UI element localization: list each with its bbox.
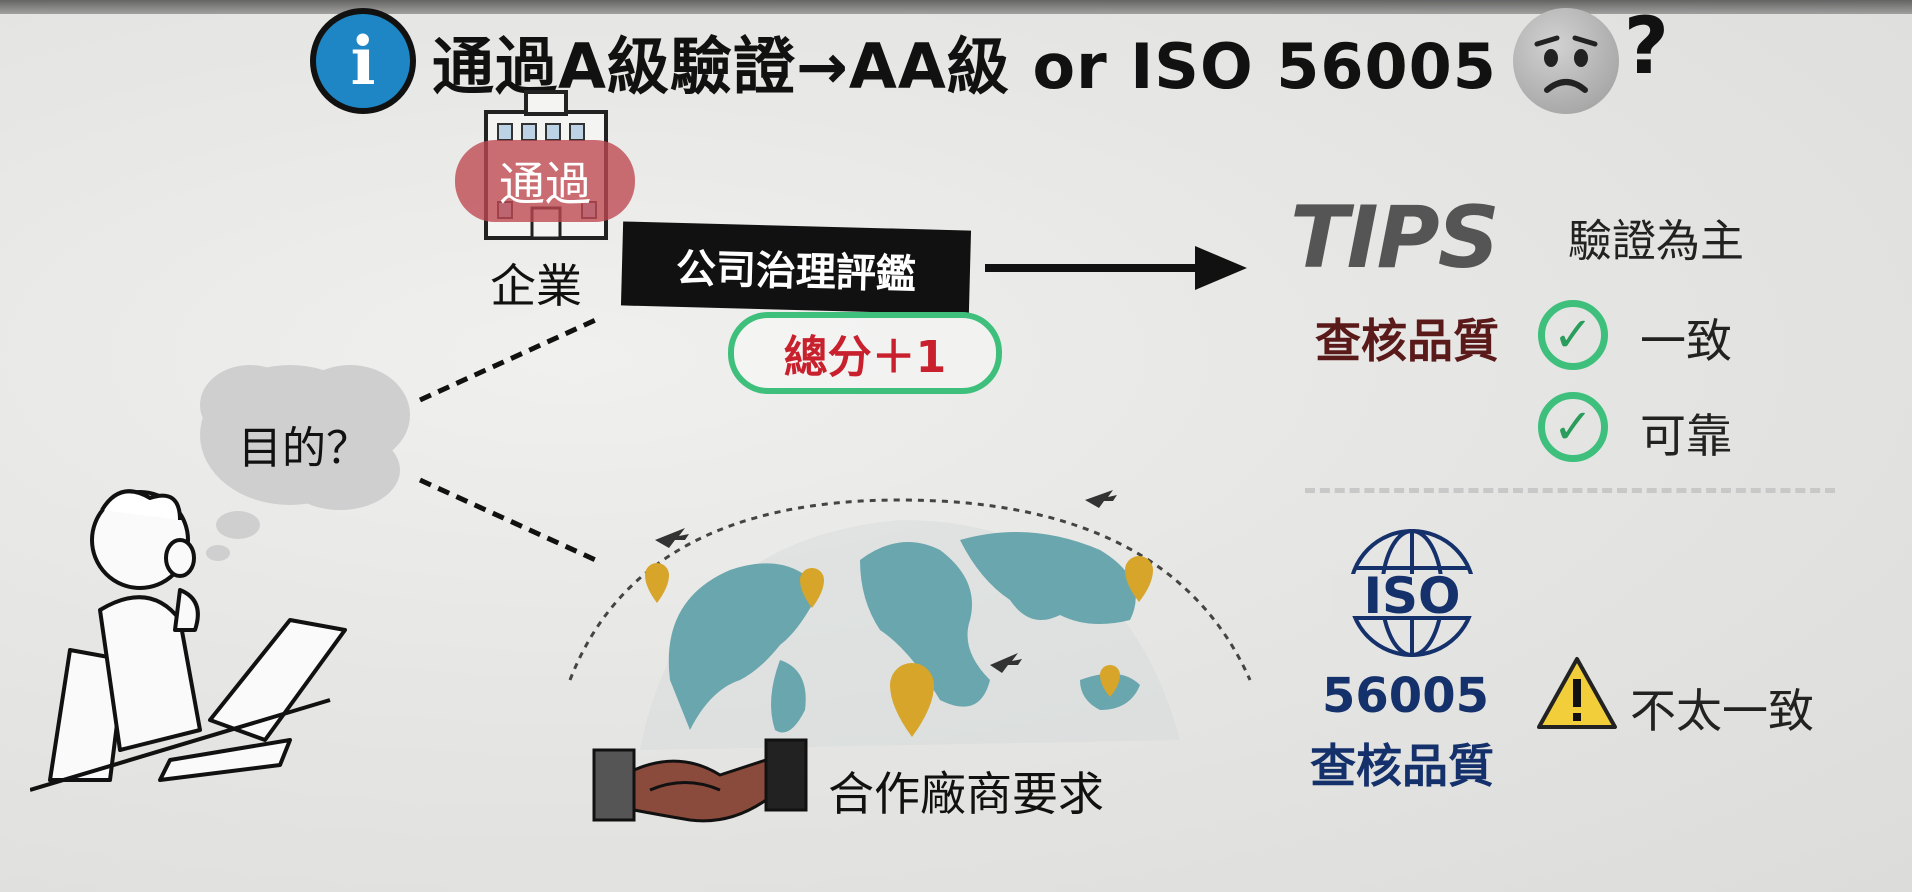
- dashed-connectors: [418, 315, 602, 565]
- purpose-question-label: 目的？: [238, 423, 370, 474]
- section-divider: [1305, 488, 1835, 493]
- result-consistent-label: 一致: [1640, 314, 1732, 368]
- score-plus-one-label: 總分＋1: [728, 312, 1002, 394]
- governance-evaluation-label: 公司治理評鑑: [620, 221, 972, 315]
- airplane-icon: [655, 490, 1117, 673]
- world-map-icon: [568, 490, 1252, 750]
- thinking-person-icon: [30, 489, 347, 792]
- check-circle-icon: ✓: [1538, 392, 1608, 462]
- slide-title: i 通過A級驗證→AA級 or ISO 56005 ?: [310, 2, 1669, 116]
- iso-audit-quality-label: 查核品質: [1310, 739, 1494, 793]
- result-reliable-label: 可靠: [1640, 409, 1732, 463]
- enterprise-label: 企業: [490, 259, 582, 313]
- tips-verification-label: 驗證為主: [1568, 216, 1744, 267]
- partner-requirement-label: 合作廠商要求: [828, 767, 1104, 821]
- tips-logo: TIPS: [1290, 188, 1500, 288]
- iso-logo-text: ISO: [1363, 567, 1460, 625]
- warning-triangle-icon: [1537, 657, 1617, 729]
- info-icon: i: [310, 8, 416, 114]
- not-consistent-label: 不太一致: [1630, 684, 1814, 738]
- thought-cloud-icon: [200, 365, 410, 561]
- question-mark: ?: [1623, 2, 1669, 92]
- audit-quality-label: 查核品質: [1315, 314, 1499, 368]
- check-circle-icon: ✓: [1538, 300, 1608, 370]
- arrow-right-icon: [985, 246, 1247, 290]
- pass-badge: 通過: [455, 140, 635, 222]
- iso-standard-number: 56005: [1322, 668, 1489, 724]
- video-top-bar: [0, 0, 1912, 14]
- handshake-icon: [592, 738, 808, 823]
- face-features: [1534, 35, 1598, 93]
- location-pin-icon: [645, 556, 1153, 737]
- worried-face-icon: ?: [1512, 2, 1669, 114]
- iso-globe-icon: ISO: [1332, 529, 1492, 657]
- title-text: 通過A級驗證→AA級 or ISO 56005: [432, 30, 1497, 103]
